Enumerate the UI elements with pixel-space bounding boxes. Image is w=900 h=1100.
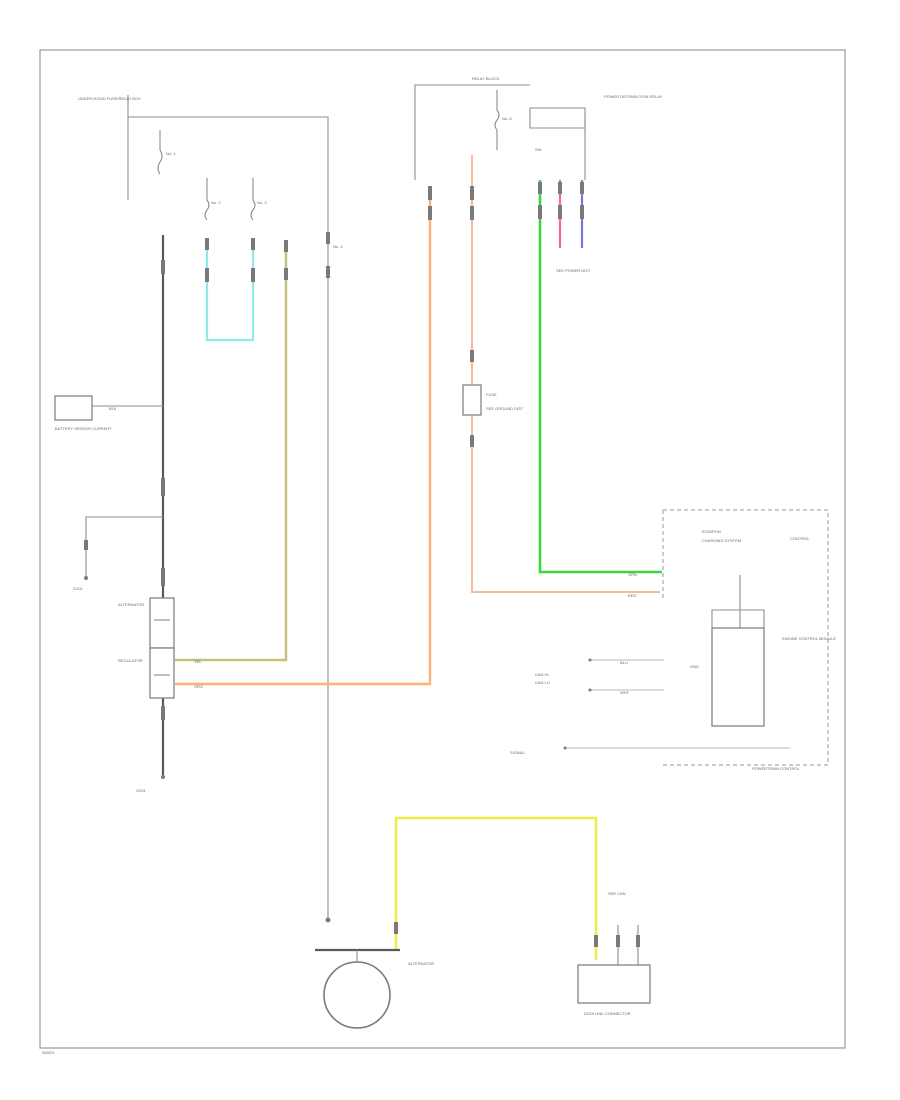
- wire-code-6: BLU: [620, 660, 628, 665]
- alternator-regulator-box: [149, 647, 175, 699]
- connector-blue-1: [580, 182, 584, 194]
- mid-fuse-box: [462, 384, 482, 416]
- ground-terminal-left: [84, 576, 88, 580]
- dlc-box: [577, 964, 651, 1004]
- label-relay-sub: SW: [535, 147, 542, 152]
- connector-bus-1: [161, 260, 165, 274]
- label-relay-block: POWER DISTRIBUTION RELAY: [604, 94, 663, 99]
- label-ecm-top: ECM/PCM: [702, 529, 721, 534]
- label-ground-left: G101: [73, 586, 84, 591]
- wire-relay-top: [414, 84, 530, 180]
- connector-cyan-1: [205, 238, 209, 250]
- connector-grey-2: [326, 266, 330, 278]
- label-alt-regulator: REGULATOR: [118, 658, 143, 663]
- connector-pink-1: [558, 182, 562, 194]
- label-fuse-e: No. 5: [502, 116, 512, 121]
- wire-relay-coil: [529, 107, 586, 129]
- connector-grey-1: [326, 232, 330, 244]
- label-top-center: RELAY BLOCK: [472, 76, 500, 81]
- label-alternator-box: ALTERNATOR: [118, 602, 144, 607]
- label-right-c1: CAN HI: [535, 672, 549, 677]
- label-right-module-note: CONTROL: [790, 536, 810, 541]
- label-ecm-control: CHARGING SYSTEM: [702, 538, 741, 543]
- label-right-c3: SIGNAL: [510, 750, 525, 755]
- label-right-lower: GND: [690, 664, 699, 669]
- conn-right-c1: [588, 658, 592, 662]
- conn-right-c2: [588, 688, 592, 692]
- label-battery-sensor: BATTERY SENSOR CURRENT: [55, 426, 112, 431]
- wire-code-5: RED: [628, 593, 637, 598]
- label-fuse-d: No. 4: [333, 244, 343, 249]
- connector-salmon-1: [470, 186, 474, 200]
- conn-right-c3: [563, 746, 567, 750]
- wire-fuse-2: [204, 178, 210, 221]
- connector-cyan-4: [251, 268, 255, 282]
- label-ecm-box: ENGINE CONTROL MODULE: [782, 636, 836, 641]
- label-mid-fuse-note: SEE GROUND DIST: [486, 406, 524, 411]
- label-left-ground-bottom: G201: [136, 788, 147, 793]
- label-bottom-right-box: DATA LINK CONNECTOR: [584, 1011, 631, 1016]
- connector-cyan-3: [251, 238, 255, 250]
- label-under-hood-fuse: UNDER-HOOD FUSE/RELAY BOX: [78, 96, 141, 101]
- wire-relay-drop: [494, 90, 500, 150]
- alternator-symbol: [323, 961, 391, 1029]
- connector-salmon-4: [470, 435, 474, 447]
- diagram-frame: [39, 49, 846, 1049]
- wire-green: [538, 180, 662, 574]
- label-footer-code: W0001: [42, 1050, 55, 1055]
- wire-fuse-3: [250, 178, 256, 221]
- connector-dlc-2: [636, 935, 640, 947]
- wire-code-3: ORG: [194, 684, 203, 689]
- connector-yellow-1: [394, 922, 398, 934]
- wire-code-7: WHT: [620, 690, 630, 695]
- connector-orange-2: [428, 206, 432, 220]
- connector-blue-2: [580, 205, 584, 219]
- wire-salmon: [471, 155, 660, 593]
- ecm-inner-box: [711, 627, 765, 727]
- label-fuse-c: No. 3: [257, 200, 267, 205]
- battery-sensor-box: [54, 395, 93, 421]
- connector-green-2: [538, 205, 542, 219]
- label-alternator: ALTERNATOR: [408, 961, 434, 966]
- wire-orange: [175, 186, 432, 686]
- wire-code-1: BLK: [109, 406, 117, 411]
- label-bottom-right-connector: SEE CAN: [608, 891, 626, 896]
- connector-pink-2: [558, 205, 562, 219]
- wire-olive: [175, 240, 288, 662]
- wire-code-2: YEL: [194, 659, 202, 664]
- connector-bus-4: [161, 706, 165, 720]
- connector-olive-2: [284, 268, 288, 280]
- connector-yellow-2: [594, 935, 598, 947]
- connector-orange-1: [428, 186, 432, 200]
- connector-olive-1: [284, 240, 288, 252]
- wire-left-ground-branch: [85, 516, 163, 578]
- label-right-c2: CAN LO: [535, 680, 550, 685]
- fuse-symbol-1: [157, 149, 163, 175]
- connector-dlc-1: [616, 935, 620, 947]
- connector-bus-3: [161, 568, 165, 586]
- label-fuse-b: No. 2: [211, 200, 221, 205]
- label-mid-fuse: FUSE: [486, 392, 497, 397]
- wire-cyan-loop: [205, 238, 255, 342]
- wire-yellow: [394, 816, 598, 960]
- label-right-connector: SEE POWER DIST: [556, 268, 591, 273]
- alternator-top-box: [149, 597, 175, 649]
- connector-green-1: [538, 182, 542, 194]
- connector-salmon-2: [470, 206, 474, 220]
- connector-bus-2: [161, 478, 165, 496]
- ground-terminal-bottom: [161, 775, 165, 779]
- label-right-footer: POWERTRAIN CONTROL: [752, 766, 800, 771]
- wire-code-4: GRN: [628, 572, 637, 577]
- connector-grey-bottom: [325, 917, 331, 923]
- connector-salmon-3: [470, 350, 474, 362]
- label-fuse-a: No. 1: [166, 151, 176, 156]
- wire-top-left-horizontal: [128, 116, 329, 232]
- ecm-bracket: [711, 609, 765, 628]
- connector-cyan-2: [205, 268, 209, 282]
- connector-ground-branch: [84, 540, 88, 550]
